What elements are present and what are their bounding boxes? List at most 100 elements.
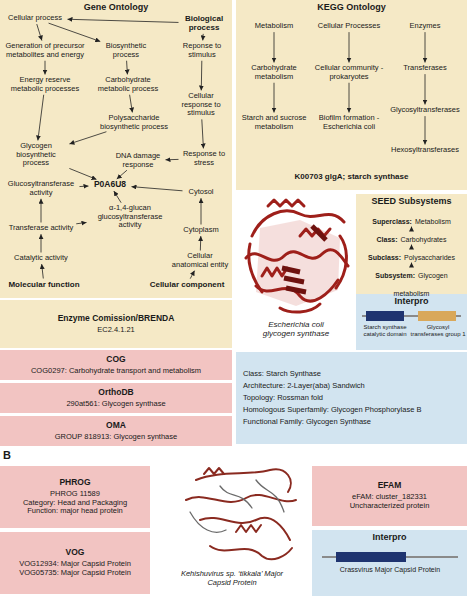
term-label: Glucosyltransferase activity: [4, 180, 78, 197]
hierarchy-arrow: [45, 61, 46, 75]
subsystem-level: Superclass:Metabolism: [359, 210, 464, 228]
level-value: Carbohydrates: [401, 236, 447, 243]
protein-ribbon: [256, 280, 338, 301]
ontology-term: Cytosol: [184, 188, 218, 197]
panel-title: VOG: [66, 548, 85, 558]
hierarchy-arrow: [411, 263, 412, 266]
ontology-term: Cellular community - prokaryotes: [312, 64, 386, 81]
ontology-term: Carbohydrate metabolism: [240, 64, 308, 81]
ontology-term: Starch and sucrose metabolism: [240, 114, 308, 131]
domain-box: [336, 552, 406, 562]
panel-letter: B: [3, 449, 23, 462]
term-label: Hexosyltransferases: [386, 146, 464, 155]
subsystem-level: Class:Carbohydrates: [359, 228, 464, 246]
database-panel: KEGG OntologyMetabolism Cellular Processe…: [236, 0, 467, 190]
hierarchy-arrow: [411, 245, 412, 248]
ontology-term: Energy reserve metabolic processes: [4, 76, 86, 93]
entry-text: Functional Family: Glycogen Synthase: [243, 416, 371, 428]
term-label: Biological process: [180, 14, 228, 32]
term-label: Cellular anatomical entity: [170, 252, 230, 269]
term-label: Cellular Processes: [312, 22, 386, 31]
database-panel: SEED SubsystemsSuperclass:MetabolismClas…: [356, 194, 467, 304]
term-label: Cellular response to stimulus: [172, 92, 230, 118]
hierarchy-arrow: [274, 32, 275, 62]
term-label: Enzymes: [386, 22, 464, 31]
ontology-term: Cellular response to stimulus: [172, 92, 230, 118]
hierarchy-arrow: [165, 159, 178, 160]
panel-title: Interpro: [312, 532, 467, 542]
panel-title: OrthoDB: [98, 388, 133, 398]
hierarchy-arrow: [38, 95, 44, 141]
hierarchy-arrow: [274, 83, 275, 113]
panel-title: Interpro: [356, 296, 467, 306]
level-value: Polysaccharides: [404, 254, 455, 261]
protein-ribbon: [186, 495, 296, 502]
ontology-term: P0A6U8: [90, 180, 130, 190]
database-panel: Class: Starch SynthaseArchitecture: 2-La…: [236, 352, 467, 444]
term-label: Reponse to stimulus: [174, 42, 230, 59]
caption-text: K00703 glgA; starch synthase: [236, 172, 467, 181]
protein-loop: [220, 486, 252, 508]
hierarchy-arrow: [130, 95, 133, 113]
term-label: Glycosyltransferases: [386, 106, 464, 115]
protein-strand: [312, 226, 326, 240]
ontology-term: Biofilm formation - Escherichia coli: [312, 114, 386, 131]
hierarchy-arrow: [202, 34, 203, 41]
sequence-line: [362, 315, 461, 317]
hierarchy-arrow: [425, 74, 426, 104]
panel-title: KEGG Ontology: [236, 2, 467, 12]
panel-title: OMA: [106, 421, 126, 431]
entry-text: GROUP 818913: Glycogen synthase: [55, 433, 177, 442]
hierarchy-arrow: [41, 199, 42, 223]
ontology-term: Biological process: [180, 14, 228, 32]
hierarchy-arrow: [79, 186, 88, 187]
hierarchy-arrow: [49, 23, 101, 41]
domain-track: [362, 311, 461, 321]
protein-ribbon: [196, 469, 291, 492]
term-label: Polysaccharide biosynthetic process: [98, 114, 170, 131]
entry-text: Homologous Superfamily: Glycogen Phospho…: [243, 404, 421, 416]
ontology-term: Glycogen biosynthetic process: [4, 142, 68, 168]
entry-text: Function: major head protein: [27, 507, 122, 516]
ontology-term: Polysaccharide biosynthetic process: [98, 114, 170, 131]
sequence-line: [322, 556, 458, 558]
ontology-term: Transferases: [386, 64, 464, 73]
hierarchy-arrow: [131, 187, 182, 191]
ontology-term: Metabolism: [240, 22, 308, 31]
term-label: Cellular component: [144, 280, 230, 289]
hierarchy-arrow: [201, 61, 203, 91]
hierarchy-arrow: [425, 32, 426, 62]
hierarchy-arrow: [117, 170, 127, 179]
entry-text: VOG05735: Major Capsid Protein: [19, 569, 131, 578]
ontology-term: Cytoplasm: [178, 226, 224, 235]
database-panel: COGCOG0297: Carbohydrate transport and m…: [0, 350, 232, 380]
term-label: Generation of precursor metabolites and …: [4, 42, 86, 59]
protein-helix: [268, 200, 304, 206]
protein-shadow: [256, 220, 340, 306]
protein-ribbon: [210, 546, 292, 559]
ontology-term: Carbohydrate metabolic process: [96, 76, 160, 93]
level-name: Subclass:: [368, 254, 401, 261]
hierarchy-arrow: [114, 191, 121, 203]
protein-helix: [204, 468, 224, 474]
term-label: α-1,4-glucan glucosyltransferase activit…: [88, 204, 172, 230]
protein-loop: [256, 480, 284, 512]
database-panel: Interpro: [312, 530, 467, 596]
term-label: Metabolism: [240, 22, 308, 31]
caption-text: Starch synthase catalytic domain: [356, 324, 414, 338]
term-label: Molecular function: [4, 280, 84, 289]
panel-title: PHROG: [59, 478, 90, 488]
term-label: DNA damage response: [112, 152, 164, 169]
hierarchy-arrow: [202, 119, 204, 148]
protein-ribbon: [246, 250, 348, 266]
hierarchy-arrow: [69, 168, 96, 179]
ontology-term: Reponse to stimulus: [174, 42, 230, 59]
protein-helix: [262, 268, 287, 276]
protein-strand: [284, 278, 304, 282]
hierarchy-arrow: [425, 116, 426, 144]
hierarchy-arrow: [67, 19, 178, 22]
panel-title: SEED Subsystems: [356, 196, 467, 206]
entry-text: 290at561: Glycogen synthase: [66, 400, 165, 409]
hierarchy-arrow: [42, 264, 44, 278]
